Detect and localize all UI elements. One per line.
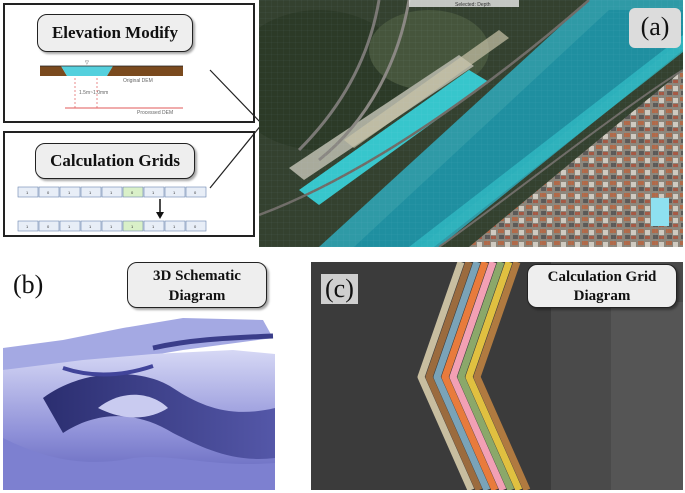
grid-cell <box>38 186 60 198</box>
panel-b-title-line2: Diagram <box>168 288 226 304</box>
svg-text:▽: ▽ <box>85 60 89 66</box>
grid-band <box>465 262 523 490</box>
original-dem-label: Original DEM <box>123 78 153 84</box>
grid-rows-diagram: 1 0 1 1 1 0 1 1 0 1 0 1 1 1 1 1 1 0 <box>17 186 207 232</box>
map-header-text: Selected: Depth <box>455 2 491 8</box>
grid-cell-value: 1 <box>110 190 113 195</box>
panel-c-tag: (c) <box>321 274 358 304</box>
grid-cell-value: 1 <box>152 224 155 229</box>
grid-cell-value: 0 <box>194 190 197 195</box>
grid-cell <box>101 220 123 232</box>
grid-cell-value: 1 <box>68 190 71 195</box>
grid-cell <box>122 186 144 198</box>
panel-b-title-line1: 3D Schematic <box>153 268 241 284</box>
satellite-map: Selected: Depth <box>259 0 683 247</box>
grid-cell-value: 1 <box>68 224 71 229</box>
grid-cell-value: 1 <box>26 224 29 229</box>
grid-cell <box>185 186 207 198</box>
grid-cell-value: 1 <box>131 224 134 229</box>
grid-cell <box>122 220 144 232</box>
grid-cell <box>164 186 186 198</box>
grid-cell <box>164 220 186 232</box>
grid-cell <box>59 186 81 198</box>
grid-band <box>425 262 483 490</box>
panel-b-title: 3D Schematic Diagram <box>127 262 267 308</box>
grid-band <box>473 262 531 490</box>
grid-band <box>417 262 475 490</box>
grid-cell <box>185 220 207 232</box>
grid-cell <box>17 186 39 198</box>
depth-label: 1.5m~1.0mm <box>79 90 108 96</box>
grid-cell <box>101 186 123 198</box>
grid-cell <box>38 220 60 232</box>
schematic-3d-panel: (b) 3D Schematic Diagram <box>3 258 279 490</box>
panel-c-title-line1: Calculation Grid <box>547 269 657 285</box>
panel-b-tag: (b) <box>13 270 44 299</box>
grid-bands-diagram <box>311 262 683 490</box>
grid-cell-value: 0 <box>131 190 134 195</box>
grid-cell-value: 1 <box>26 190 29 195</box>
processed-dem-label: Processed DEM <box>137 110 173 116</box>
grid-cell-value: 0 <box>47 190 50 195</box>
grid-cell-value: 1 <box>173 224 176 229</box>
grid-cell-value: 1 <box>89 190 92 195</box>
grid-cell <box>17 220 39 232</box>
grid-cell <box>80 186 102 198</box>
grid-cell-value: 1 <box>173 190 176 195</box>
panel-c-title-line2: Diagram <box>573 288 631 304</box>
elevation-modify-panel: Elevation Modify 1.5m~1.0mm Original DEM… <box>3 3 255 123</box>
grid-cell-value: 0 <box>194 224 197 229</box>
grid-band <box>441 262 499 490</box>
grid-cell-value: 0 <box>47 224 50 229</box>
satellite-map-panel: Selected: Depth (a) <box>259 0 683 247</box>
grid-band <box>457 262 515 490</box>
panel-a-tag: (a) <box>629 8 681 48</box>
calculation-grids-title: Calculation Grids <box>35 143 195 179</box>
grid-cell-value: 1 <box>89 224 92 229</box>
elevation-modify-title: Elevation Modify <box>37 14 193 52</box>
elevation-profile-diagram: 1.5m~1.0mm Original DEM Processed DEM ▽ <box>40 60 183 116</box>
calculation-grid-diagram-panel: (c) Calculation Grid Diagram <box>311 262 683 490</box>
grid-cell <box>143 186 165 198</box>
grid-cell <box>143 220 165 232</box>
grid-cell <box>80 220 102 232</box>
grid-band <box>433 262 491 490</box>
panel-c-title: Calculation Grid Diagram <box>527 264 677 308</box>
schematic-3d-mesh <box>3 318 275 490</box>
grid-cell <box>59 220 81 232</box>
grid-cell-value: 1 <box>110 224 113 229</box>
grid-cell-value: 1 <box>152 190 155 195</box>
grid-band <box>449 262 507 490</box>
calculation-grids-panel: Calculation Grids 1 0 1 1 1 0 1 1 0 1 0 1 1 1 1 1 1 0 <box>3 131 255 237</box>
